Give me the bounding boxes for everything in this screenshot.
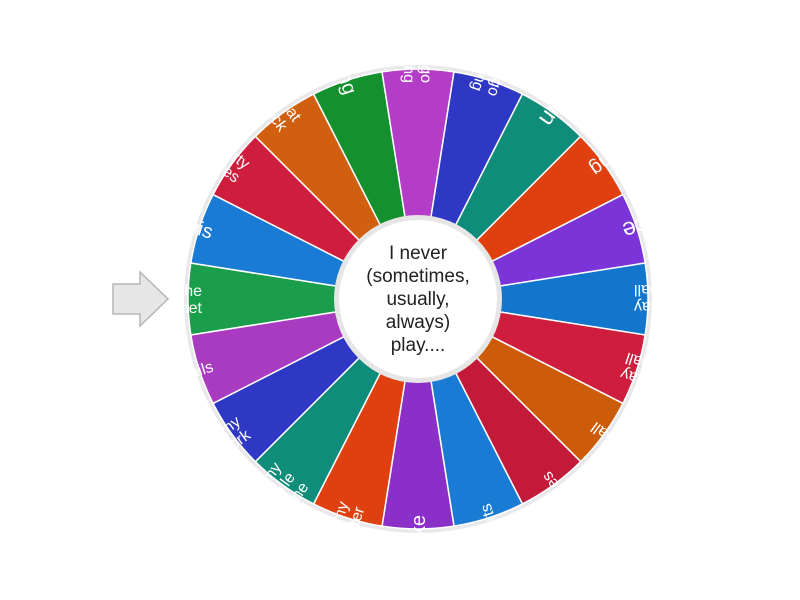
wheel-segment-label-group: go swimming bbox=[586, 94, 693, 180]
wheel-hub[interactable] bbox=[339, 220, 497, 378]
wheel-segment-label: go bowling bbox=[310, 0, 360, 97]
wheel-center-line: (sometimes, bbox=[366, 266, 469, 287]
wheel-segment-label-group: play football bbox=[588, 418, 667, 482]
arrow-right-icon bbox=[112, 270, 170, 328]
wheel-segment-label-group: play tennis bbox=[118, 193, 216, 243]
wheel-segment-label-group: gosnowboarding bbox=[400, 0, 434, 83]
wheel-center-line: play.... bbox=[391, 335, 446, 356]
wheel-segment-label-group: ride a bike bbox=[408, 515, 430, 600]
wheel-segment-label: playbasketball bbox=[634, 281, 706, 315]
wheel-segment-label: draw pictures bbox=[539, 468, 609, 555]
wheel-segment-label-group: go bowling bbox=[310, 0, 360, 97]
wheel-segment-label: goskateboarding bbox=[468, 0, 531, 99]
wheel-segment-label: gosnowboarding bbox=[400, 0, 434, 83]
wheel-center-line: always) bbox=[386, 312, 450, 333]
wheel-segment-label-group: draw pictures bbox=[539, 468, 609, 555]
wheel-segment-label: play football bbox=[588, 418, 667, 482]
wheel-segment-label: ride a bike bbox=[408, 515, 430, 600]
wheel-center-line: usually, bbox=[386, 289, 449, 310]
wheel-center-line: I never bbox=[389, 243, 448, 264]
wheel-segment-label: play tennis bbox=[118, 193, 216, 243]
wheel-segment-label-group: playbasketball bbox=[634, 281, 706, 315]
wheel-segment-label-group: goskateboarding bbox=[468, 0, 531, 99]
wheel-segment-label: go swimming bbox=[586, 94, 693, 180]
wheel-center-text: I never(sometimes,usually,always)play...… bbox=[366, 243, 469, 356]
